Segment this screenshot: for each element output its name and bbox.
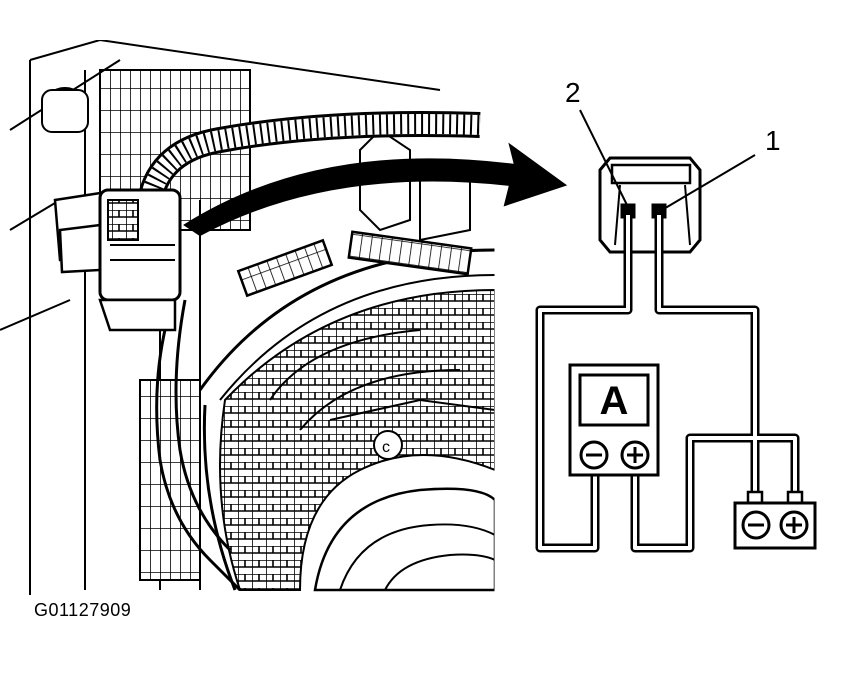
- ammeter-label: A: [600, 379, 629, 423]
- battery: [733, 490, 817, 550]
- radiator-fan-illustration: c: [0, 40, 495, 595]
- bolt-icon: [41, 87, 89, 133]
- callout-1: 1: [765, 125, 781, 156]
- fan-hub: c: [313, 430, 495, 592]
- callout-2: 2: [565, 77, 581, 108]
- connector-face: [598, 156, 702, 254]
- fan-motor-connector: [53, 188, 182, 332]
- wiring-harness: [137, 111, 481, 204]
- ammeter: [568, 363, 660, 477]
- svg-text:c: c: [382, 439, 390, 456]
- pointer-arrow: [183, 142, 568, 237]
- figure-id: G01127909: [34, 600, 132, 620]
